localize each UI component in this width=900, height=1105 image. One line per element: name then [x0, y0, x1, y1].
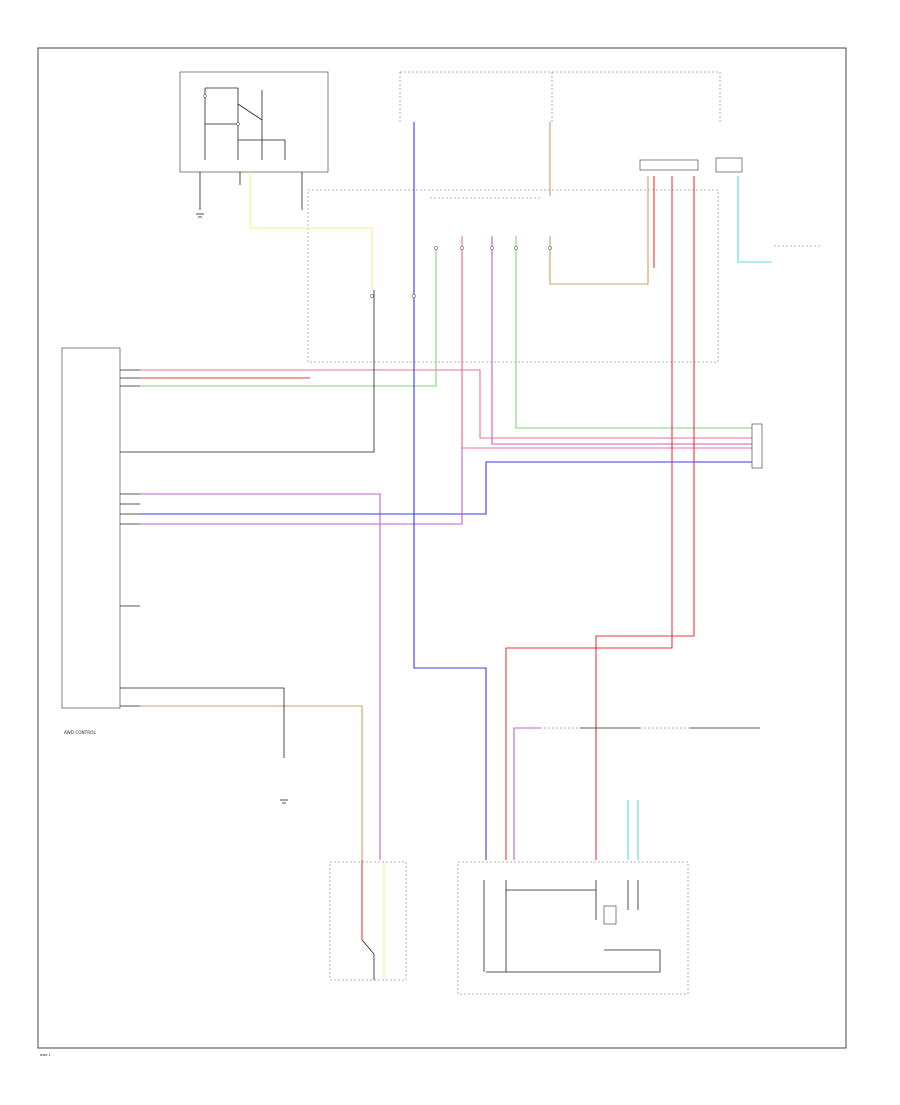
ground-symbols	[196, 213, 288, 804]
transfer-motor-box	[457, 861, 689, 995]
junction-block	[307, 189, 719, 363]
wire-red-motor-2	[595, 176, 695, 860]
ecu-label: AWD CONTROL	[64, 730, 96, 735]
relay-box-internals	[203, 87, 286, 160]
bottom-switch-box	[329, 861, 407, 981]
right-terminal-connectors	[751, 423, 763, 469]
motor-internals	[483, 880, 661, 973]
wire-brown-ecu	[140, 705, 363, 860]
wire-violet-right	[491, 236, 752, 445]
diagram-frame	[37, 47, 847, 1049]
right-connector-cluster	[639, 159, 699, 171]
fuse-right-box	[715, 157, 743, 173]
wire-violet-breakout	[513, 727, 540, 860]
wire-red-motor-1	[505, 176, 673, 860]
wire-blue-right	[140, 461, 752, 515]
footer-page-id: awd 1	[40, 1053, 51, 1057]
awd-control-ecu	[61, 347, 121, 709]
wire-blue-main	[413, 122, 487, 860]
wire-green-ecu	[140, 248, 437, 387]
wire-pink-top	[140, 369, 752, 439]
wire-pink-right	[461, 236, 752, 449]
junction-connectors	[370, 246, 552, 298]
wire-brown-loop	[549, 176, 649, 285]
wire-green-right	[515, 236, 752, 429]
switch-contact	[361, 939, 375, 955]
ecu-pin-stubs	[120, 369, 140, 707]
relay-box-top-left	[179, 71, 329, 173]
wire-black-relay	[140, 290, 375, 453]
wire-cyan-right	[737, 176, 772, 263]
wire-violet-ecu	[140, 493, 381, 860]
wire-black-ground	[140, 687, 285, 758]
wire-yellow-relay	[249, 172, 373, 290]
